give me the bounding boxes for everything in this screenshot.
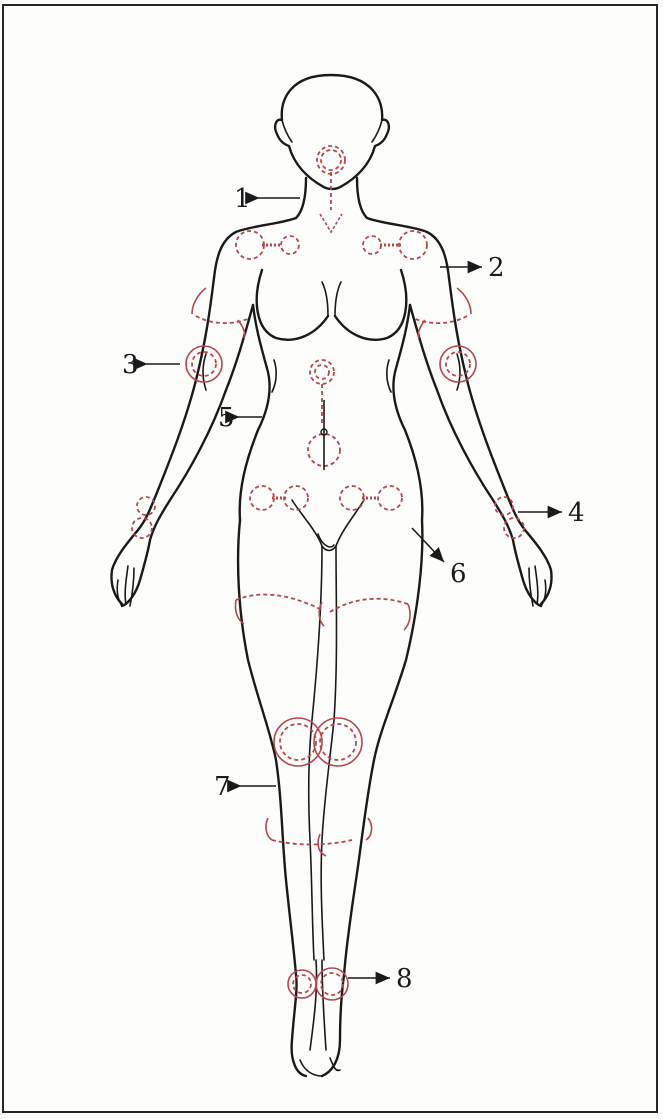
label-1: 1 — [234, 184, 251, 214]
label-numbers: 1 2 3 4 5 6 7 8 — [122, 184, 585, 994]
label-4: 4 — [568, 498, 585, 528]
label-7: 7 — [214, 772, 231, 802]
label-3: 3 — [122, 350, 139, 380]
label-6: 6 — [450, 559, 467, 589]
right-arm — [410, 278, 552, 606]
legs — [238, 520, 422, 1076]
arrow-6 — [412, 528, 444, 562]
label-8: 8 — [396, 964, 413, 994]
head — [275, 75, 389, 189]
label-5: 5 — [218, 403, 235, 433]
label-2: 2 — [488, 253, 505, 283]
left-arm — [111, 278, 253, 606]
